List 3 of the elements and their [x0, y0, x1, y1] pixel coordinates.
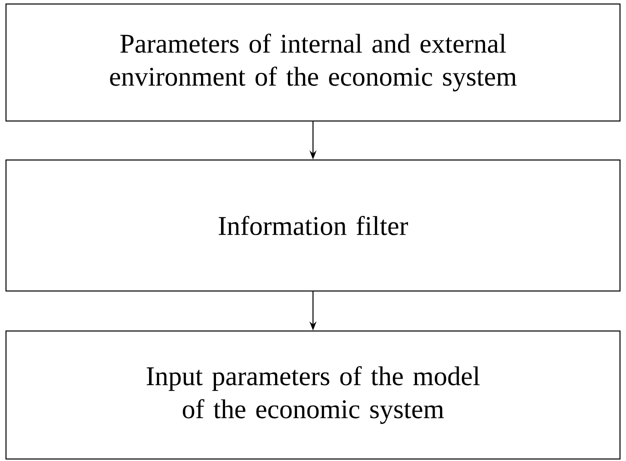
- process-box: Information filter: [6, 160, 620, 292]
- process-box: Parameters of internal and external environment of the economic system: [6, 4, 620, 122]
- process-box: Input parameters of the model of the economic system: [6, 330, 620, 460]
